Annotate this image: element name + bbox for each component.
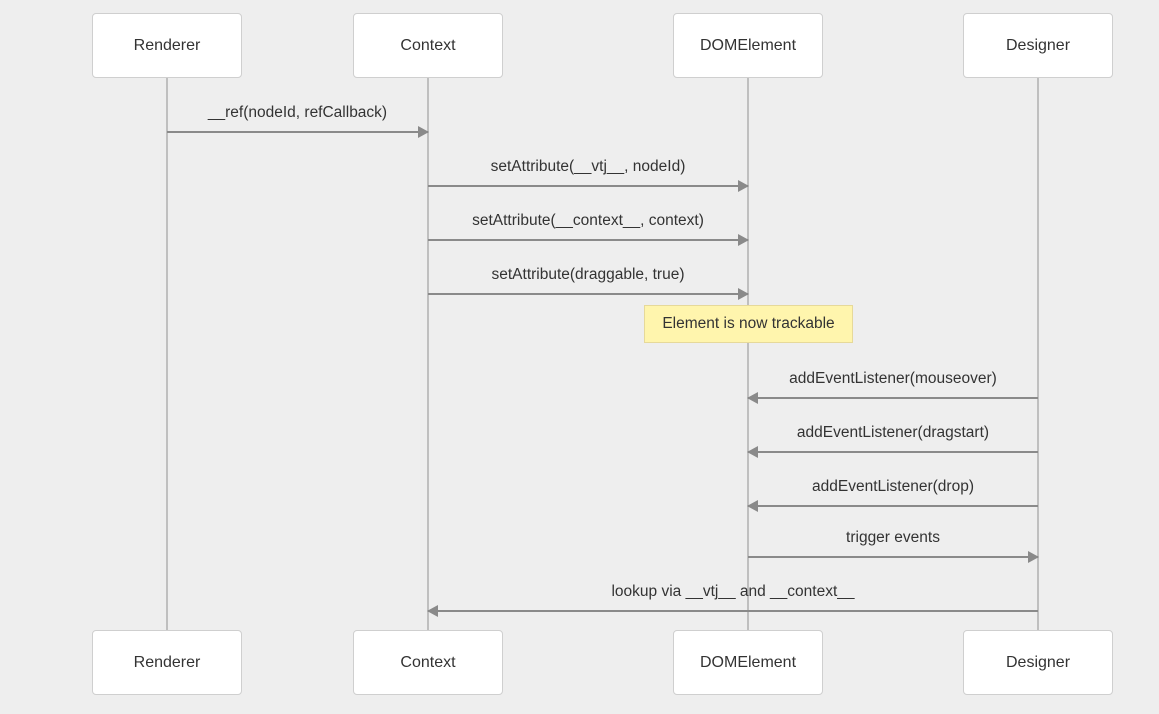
message-label-addeventlistener-mouseover: addEventListener(mouseover): [789, 370, 997, 387]
arrow-left-icon: [747, 500, 758, 512]
message-line-setattribute-context: [428, 239, 748, 241]
message-line-addeventlistener-dragstart: [748, 451, 1038, 453]
message-label-lookup: lookup via __vtj__ and __context__: [611, 583, 855, 600]
message-line-trigger-events: [748, 556, 1038, 558]
participant-label-context-bottom: Context: [400, 653, 456, 671]
lifeline-designer: [1037, 78, 1039, 630]
note-element-trackable[interactable]: Element is now trackable: [644, 305, 853, 343]
message-line-setattribute-vtj: [428, 185, 748, 187]
message-line-lookup: [428, 610, 1038, 612]
participant-label-designer-bottom: Designer: [1005, 653, 1071, 671]
lifeline-domelement: [747, 78, 749, 630]
message-label-setattribute-context: setAttribute(__context__, context): [472, 212, 704, 229]
lifeline-renderer: [166, 78, 168, 630]
note-label-element-trackable: Element is now trackable: [662, 315, 835, 332]
arrow-left-icon: [747, 392, 758, 404]
message-line-setattribute-draggable: [428, 293, 748, 295]
message-label-addeventlistener-dragstart: addEventListener(dragstart): [796, 424, 990, 441]
participant-label-context-top: Context: [400, 36, 456, 54]
participant-box-domelement-top[interactable]: DOMElement: [673, 13, 823, 78]
participant-box-context-bottom[interactable]: Context: [353, 630, 503, 695]
participant-label-domelement-top: DOMElement: [699, 36, 797, 54]
message-line-addeventlistener-drop: [748, 505, 1038, 507]
arrow-right-icon: [738, 234, 749, 246]
participant-label-domelement-bottom: DOMElement: [699, 653, 797, 671]
participant-box-designer-bottom[interactable]: Designer: [963, 630, 1113, 695]
lifeline-context: [427, 78, 429, 630]
message-label-ref: __ref(nodeId, refCallback): [207, 104, 388, 121]
participant-label-renderer-bottom: Renderer: [133, 653, 201, 671]
message-label-trigger-events: trigger events: [846, 529, 940, 546]
message-label-addeventlistener-drop: addEventListener(drop): [812, 478, 974, 495]
arrow-left-icon: [747, 446, 758, 458]
arrow-right-icon: [738, 180, 749, 192]
participant-box-context-top[interactable]: Context: [353, 13, 503, 78]
arrow-right-icon: [418, 126, 429, 138]
arrow-left-icon: [427, 605, 438, 617]
participant-box-domelement-bottom[interactable]: DOMElement: [673, 630, 823, 695]
message-line-addeventlistener-mouseover: [748, 397, 1038, 399]
message-label-setattribute-draggable: setAttribute(draggable, true): [491, 266, 685, 283]
participant-box-designer-top[interactable]: Designer: [963, 13, 1113, 78]
participant-box-renderer-bottom[interactable]: Renderer: [92, 630, 242, 695]
participant-label-renderer-top: Renderer: [133, 36, 201, 54]
arrow-right-icon: [1028, 551, 1039, 563]
participant-box-renderer-top[interactable]: Renderer: [92, 13, 242, 78]
arrow-right-icon: [738, 288, 749, 300]
message-label-setattribute-vtj: setAttribute(__vtj__, nodeId): [490, 158, 686, 175]
message-line-ref: [167, 131, 428, 133]
participant-label-designer-top: Designer: [1005, 36, 1071, 54]
